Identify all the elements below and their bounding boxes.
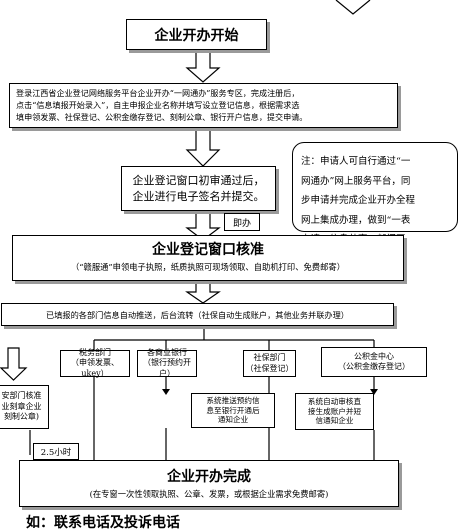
complete-node: 企业开办完成 (在专窗一次性领取执照、公章、发票，或根据企业需求免费邮寄) [19, 460, 399, 507]
start-label: 企业开办开始 [154, 27, 239, 44]
push-node: 已填报的各部门信息自动推送，后台流转（社保自动生成账户，其他业务并联办理） [1, 303, 394, 326]
push-label: 已填报的各部门信息自动推送，后台流转（社保自动生成账户，其他业务并联办理） [46, 309, 349, 320]
arrow-review-approve [185, 211, 221, 241]
immediate-label: 即办 [232, 218, 251, 229]
dept-social-node: 社保部门 （社保登记） [243, 350, 296, 377]
bank-sub-label: 系统推送预约信 息至银行开通后 通知企业 [206, 395, 260, 425]
fund-sub-label: 系统自动审核直 接生成账户并短 信通知企业 [307, 396, 362, 426]
arrow-seal [0, 347, 28, 381]
online-note: 注：申请人可自行通过“一 网通办”网上服务平台，同 步申请并完成企业开办全程 网… [292, 142, 458, 265]
time-label: 2.5小时 [40, 447, 72, 458]
top-arrow [335, 0, 371, 15]
initial-review-label: 企业登记窗口初审通过后， 企业进行电子签名并提交。 [132, 174, 265, 203]
dept-tax-node: 税务部门 （申领发票、ukey） [60, 347, 130, 378]
dept-bank-node: 各商业银行 （银行预约开户） [137, 347, 197, 378]
complete-title: 企业开办完成 [167, 469, 251, 485]
arrow-start-register [185, 50, 221, 83]
dept-fund-label: 公积金中心 （公积金缴存登记） [338, 351, 410, 371]
dept-fund-node: 公积金中心 （公积金缴存登记） [321, 347, 427, 377]
dept-social-label: 社保部门 （社保登记） [245, 353, 294, 373]
bank-sub-node: 系统推送预约信 息至银行开通后 通知企业 [191, 393, 275, 428]
footer-text: 如：联系电话及投诉电话 [26, 515, 180, 531]
dept-seal-label: 安部门核准 业刻章企业 刻制公章) [1, 391, 42, 422]
initial-review-node: 企业登记窗口初审通过后， 企业进行电子签名并提交。 [121, 166, 276, 211]
dept-bank-label: 各商业银行 （银行预约开户） [143, 347, 191, 378]
fund-sub-node: 系统自动审核直 接生成账户并短 信通知企业 [295, 393, 374, 430]
register-label: 登录江西省企业登记网络服务平台企业开办“一网通办”服务专区，完成注册后， 点击“… [16, 88, 308, 122]
dept-seal-node: 安部门核准 业刻章企业 刻制公章) [0, 385, 49, 429]
register-node: 登录江西省企业登记网络服务平台企业开办“一网通办”服务专区，完成注册后， 点击“… [9, 83, 398, 128]
immediate-tag: 即办 [224, 213, 260, 231]
start-node: 企业开办开始 [126, 19, 267, 50]
arrow-approve-push [185, 281, 221, 304]
complete-subtitle: (在专窗一次性领取执照、公章、发票，或根据企业需求免费邮寄) [89, 489, 329, 499]
approve-title: 企业登记窗口核准 [152, 242, 264, 258]
time-tag: 2.5小时 [33, 443, 79, 460]
dept-tax-label: 税务部门 （申领发票、ukey） [71, 347, 119, 378]
approve-node: 企业登记窗口核准 （“赣服通”申领电子执照，纸质执照可现场领取、自助机打印、免费… [12, 235, 404, 281]
arrow-register-review [185, 127, 221, 167]
approve-subtitle: （“赣服通”申领电子执照，纸质执照可现场领取、自助机打印、免费邮寄） [71, 262, 345, 272]
